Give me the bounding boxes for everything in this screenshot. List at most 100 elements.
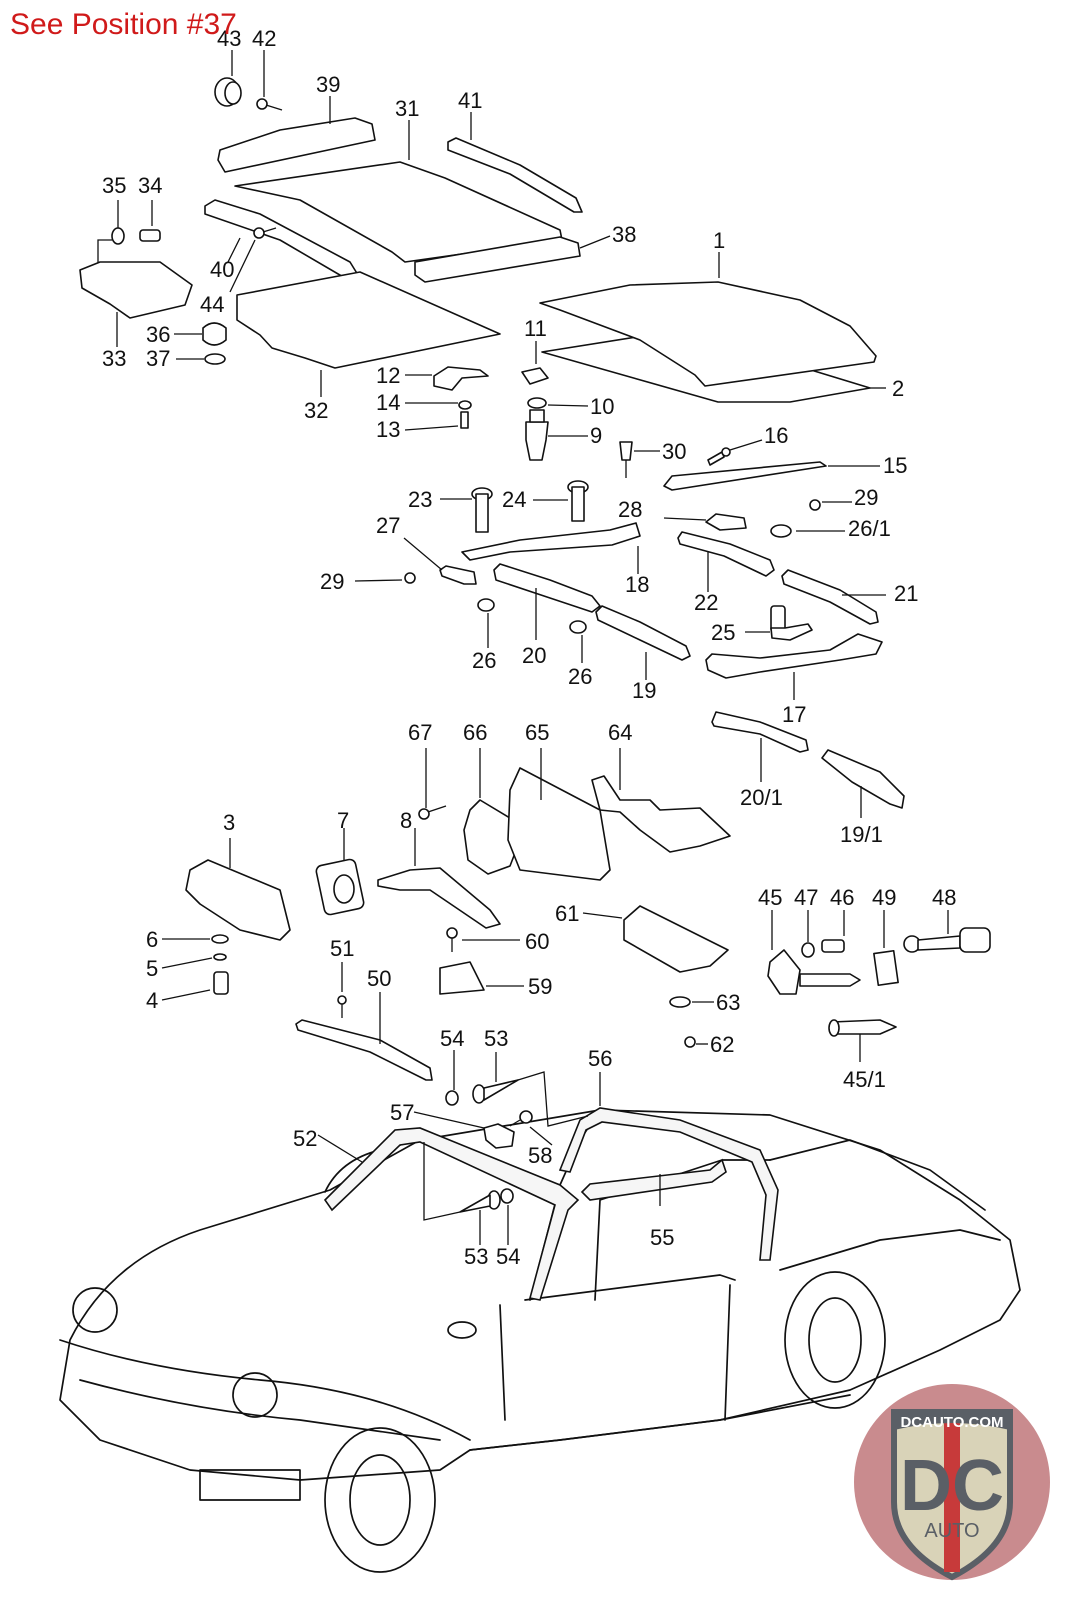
- callout-32: 32: [304, 398, 328, 423]
- part-3-lock: [185, 859, 291, 941]
- part-34-bolt: [139, 229, 161, 242]
- callout-57: 57: [390, 1100, 414, 1125]
- callout-20: 20: [522, 643, 546, 668]
- callout-7: 7: [337, 808, 349, 833]
- callout-67: 67: [408, 720, 432, 745]
- part-42-screw: [256, 98, 283, 111]
- part-10-clip: [527, 397, 547, 409]
- part-43-grommet: [214, 77, 242, 107]
- callout-54-top: 54: [440, 1026, 464, 1051]
- callout-60: 60: [525, 929, 549, 954]
- part-47-washer: [801, 942, 815, 958]
- callout-43: 43: [217, 26, 241, 51]
- callout-65: 65: [525, 720, 549, 745]
- position-note: See Position #37: [10, 8, 237, 41]
- callout-17: 17: [782, 702, 806, 727]
- callout-6: 6: [146, 927, 158, 952]
- callout-26-right: 26: [568, 664, 592, 689]
- callout-45-1: 45/1: [843, 1067, 886, 1092]
- part-66-bracket: [463, 799, 521, 875]
- logo-stripe: [944, 1422, 960, 1572]
- callout-29-left: 29: [320, 569, 344, 594]
- part-57-plate: [483, 1123, 515, 1149]
- callout-3: 3: [223, 810, 235, 835]
- callout-31: 31: [395, 96, 419, 121]
- callout-49: 49: [872, 885, 896, 910]
- callout-26-1: 26/1: [848, 516, 891, 541]
- part-39-trim: [217, 117, 376, 173]
- callout-21: 21: [894, 581, 918, 606]
- callout-56: 56: [588, 1046, 612, 1071]
- callout-53-bottom: 53: [464, 1244, 488, 1269]
- callout-8: 8: [400, 808, 412, 833]
- part-26-1-clip: [770, 524, 792, 538]
- part-51-screw: [337, 995, 347, 1018]
- part-7-escutcheon: [315, 858, 365, 916]
- logo-monogram: DC: [900, 1446, 1004, 1526]
- callout-27: 27: [376, 513, 400, 538]
- callout-47: 47: [794, 885, 818, 910]
- logo-bottom-text: AUTO: [924, 1520, 979, 1542]
- part-11-nut: [521, 367, 549, 385]
- part-6-washer: [211, 934, 229, 944]
- callout-22: 22: [694, 590, 718, 615]
- part-58-screw: [509, 1110, 533, 1127]
- callout-51: 51: [330, 936, 354, 961]
- part-18-frame: [461, 522, 641, 561]
- part-61-plate: [623, 905, 729, 973]
- part-24-pin: [567, 480, 589, 522]
- part-62-screw: [684, 1036, 696, 1048]
- part-41-strip: [447, 137, 583, 213]
- callout-19: 19: [632, 678, 656, 703]
- part-36-bushing: [202, 322, 227, 346]
- part-19-1-rail: [821, 749, 905, 809]
- callout-20-1: 20/1: [740, 785, 783, 810]
- callout-48: 48: [932, 885, 956, 910]
- callout-52: 52: [293, 1126, 317, 1151]
- callout-labels: 43 42 39 31 41 38 35 34 40 44 36 33 37 3…: [102, 26, 956, 1269]
- callout-24: 24: [502, 487, 526, 512]
- callout-40: 40: [210, 257, 234, 282]
- callout-18: 18: [625, 572, 649, 597]
- callout-14: 14: [376, 390, 400, 415]
- part-14-washer: [458, 400, 472, 410]
- callout-53-top: 53: [484, 1026, 508, 1051]
- callout-4: 4: [146, 988, 158, 1013]
- callout-55: 55: [650, 1225, 674, 1250]
- callout-39: 39: [316, 72, 340, 97]
- callout-66: 66: [463, 720, 487, 745]
- part-53-screw-top: [472, 1079, 519, 1104]
- callout-54-bottom: 54: [496, 1244, 520, 1269]
- part-23-pin: [471, 487, 493, 533]
- part-26-clip-right: [569, 620, 587, 634]
- callout-15: 15: [883, 453, 907, 478]
- part-21-rail: [781, 569, 879, 625]
- part-26-clip-left: [477, 598, 495, 612]
- part-54-cap-top: [445, 1090, 459, 1106]
- part-45-1-striker-pin: [828, 1019, 897, 1037]
- part-64-bracket: [591, 775, 731, 853]
- callout-50: 50: [367, 966, 391, 991]
- part-29-screw-left: [404, 572, 416, 584]
- callout-62: 62: [710, 1032, 734, 1057]
- part-1-roof: [539, 281, 877, 387]
- callout-36: 36: [146, 322, 170, 347]
- part-20-rail: [493, 563, 601, 613]
- part-37-washer: [204, 353, 226, 365]
- part-44-screw: [253, 227, 277, 239]
- callout-28: 28: [618, 497, 642, 522]
- callout-44: 44: [200, 292, 224, 317]
- part-29-screw-right: [809, 499, 821, 511]
- part-19-rail: [595, 605, 691, 661]
- part-28-bracket: [705, 513, 747, 531]
- part-46-bolt: [821, 939, 845, 953]
- callout-26-left: 26: [472, 648, 496, 673]
- part-55-door-seal: [580, 1158, 727, 1201]
- callout-58: 58: [528, 1143, 552, 1168]
- part-38-trim: [414, 236, 581, 283]
- callout-35: 35: [102, 173, 126, 198]
- callout-38: 38: [612, 222, 636, 247]
- part-35-ring: [111, 227, 125, 245]
- part-67-screw: [418, 805, 447, 820]
- dcauto-watermark-logo: DCAUTO.COM DC AUTO: [852, 1382, 1052, 1582]
